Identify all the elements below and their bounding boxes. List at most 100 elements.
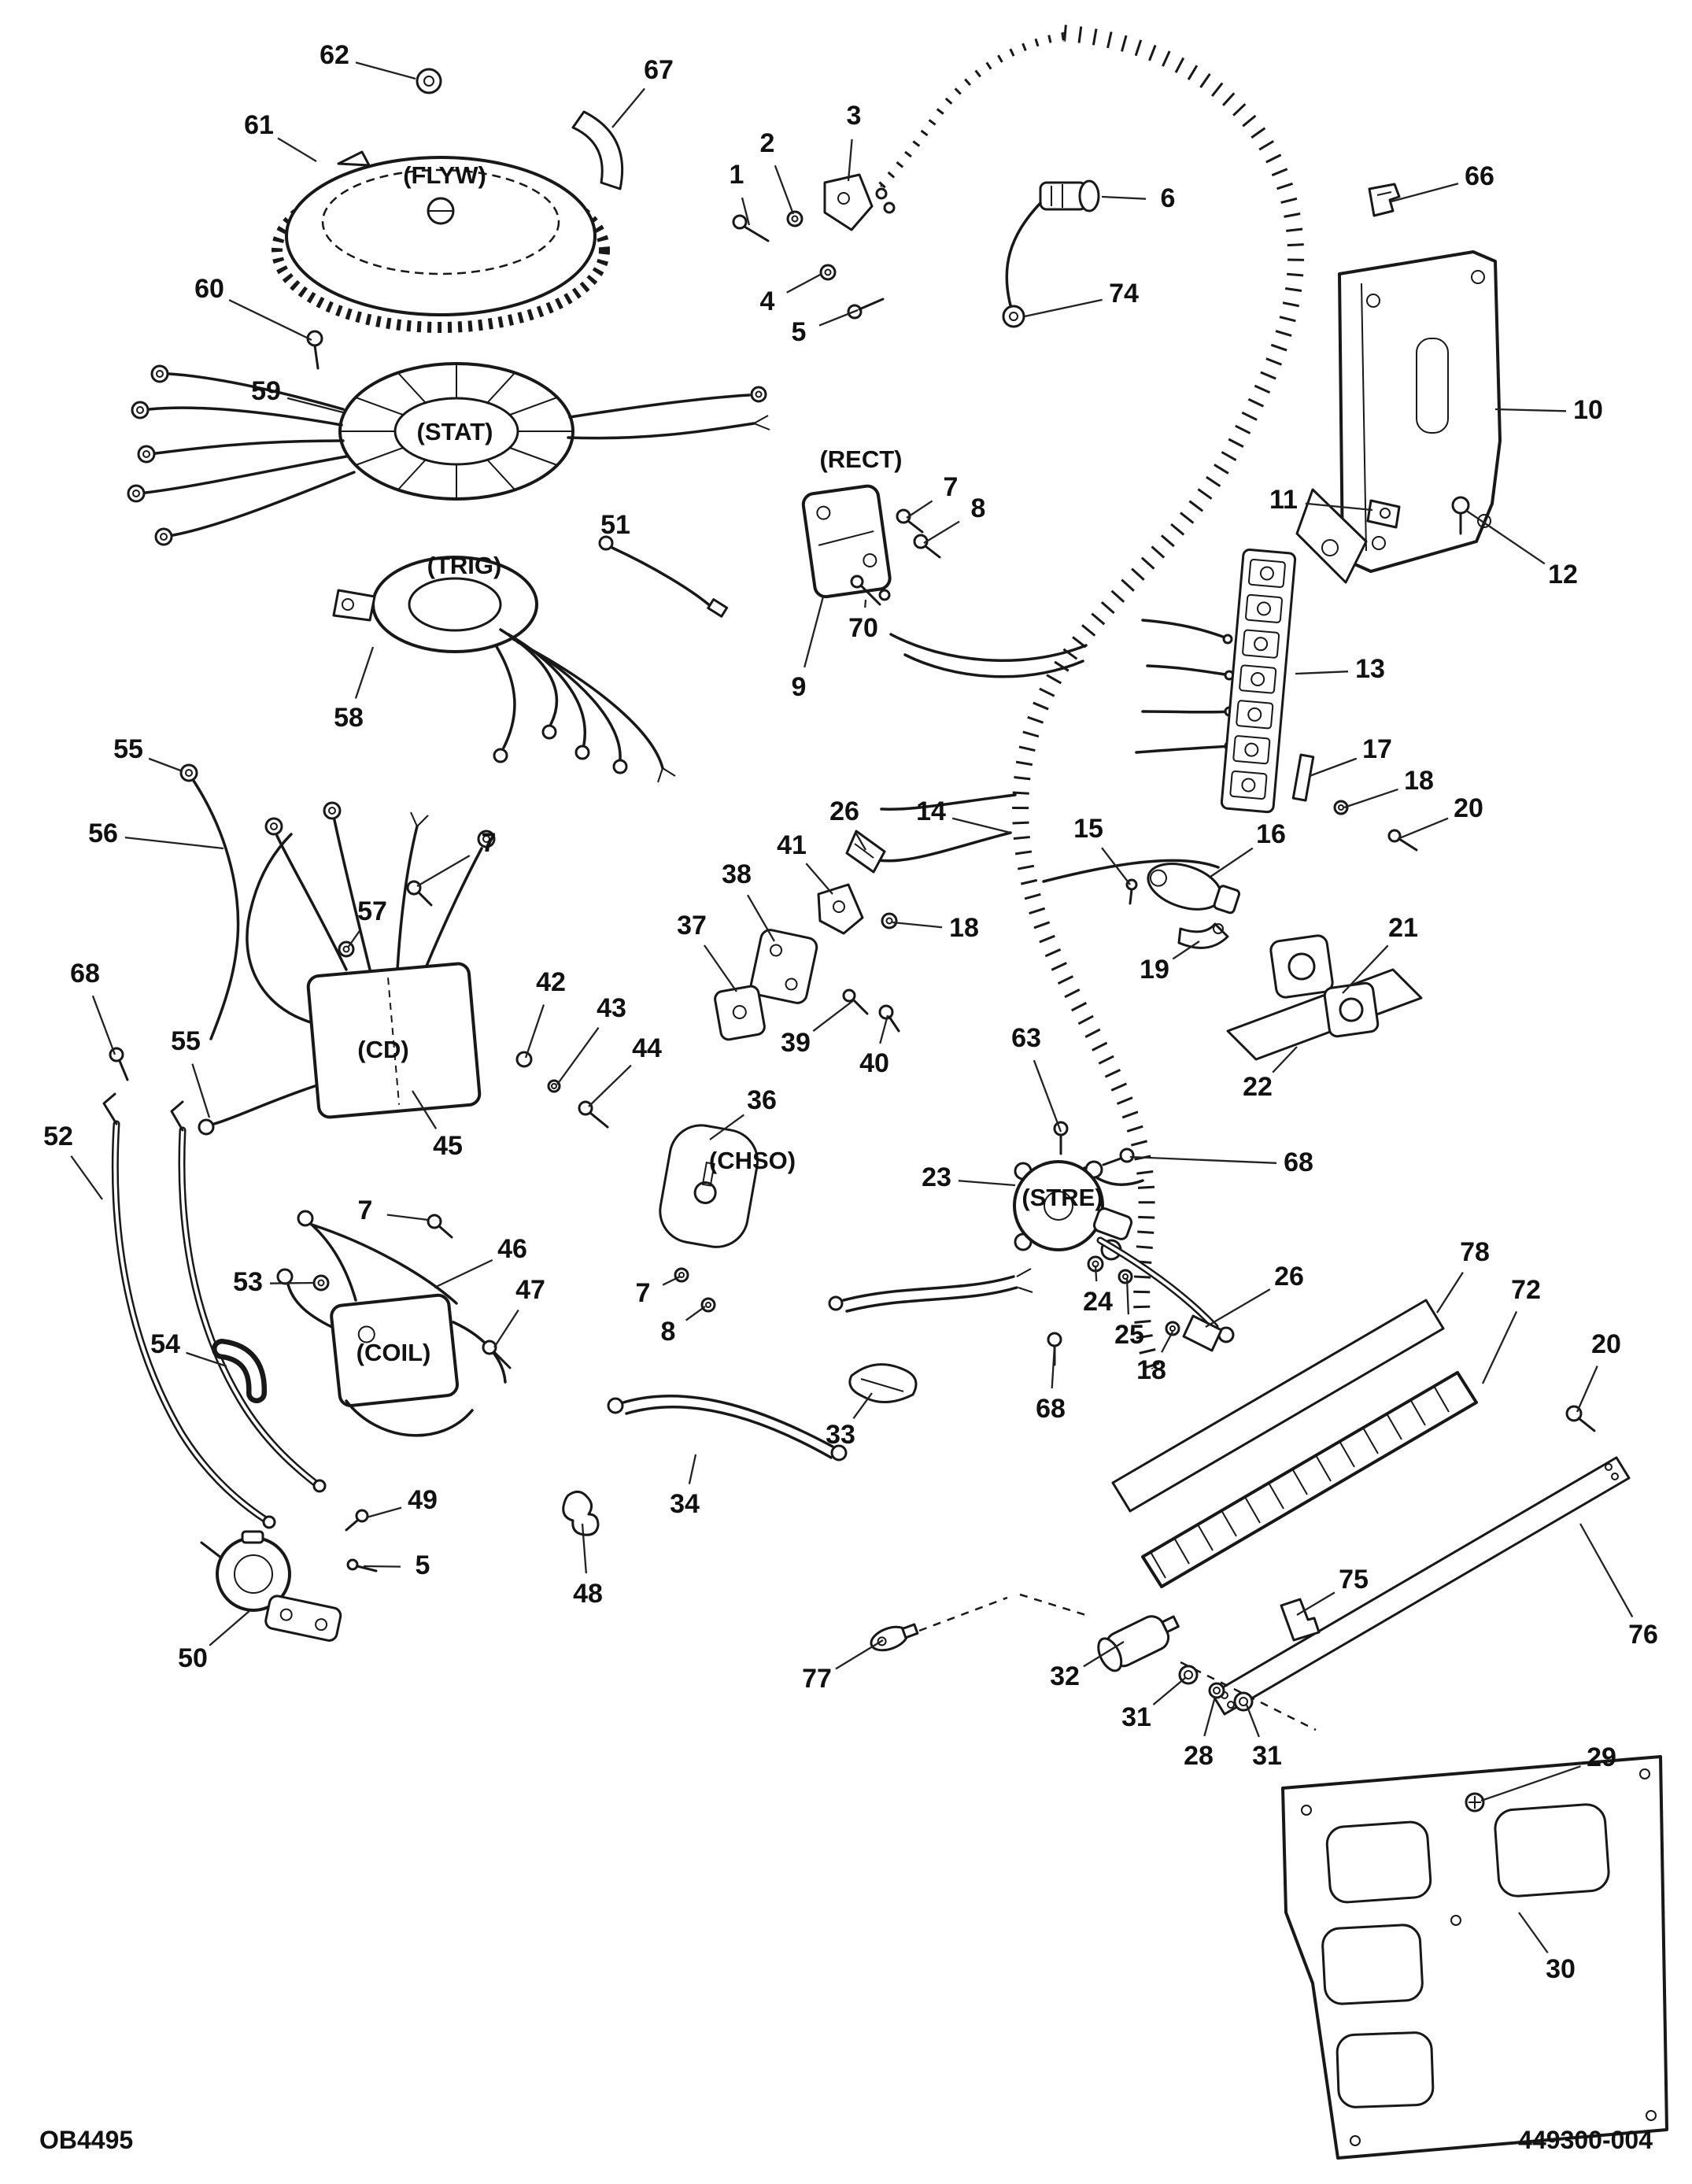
callout-leader-68-33 <box>852 1392 873 1420</box>
screw-70-head <box>850 575 864 589</box>
washer-2 <box>786 210 804 227</box>
callout-number-0-62: 62 <box>320 40 349 70</box>
callout-number-64-20: 20 <box>1591 1329 1621 1359</box>
choke-solenoid-assembly <box>427 1124 1062 1536</box>
terminal <box>883 201 896 214</box>
callout-leader-22-58 <box>354 646 375 699</box>
callout-leader-51-52 <box>70 1155 103 1200</box>
callout-number-36-37: 37 <box>677 911 707 940</box>
callout-leader-76-50 <box>209 1609 251 1646</box>
callout-number-62-78: 78 <box>1460 1237 1490 1267</box>
callout-leader-80-28 <box>1203 1696 1217 1737</box>
callout-number-24-18: 18 <box>1404 766 1434 796</box>
callout-leader-7-66 <box>1391 183 1459 203</box>
nut-18 <box>1165 1321 1180 1336</box>
washer-4 <box>819 264 837 281</box>
callout-number-67-8: 8 <box>661 1317 676 1347</box>
gasket-21b <box>1323 981 1380 1038</box>
switch-bracket <box>264 1595 342 1642</box>
callout-leader-69-68 <box>1051 1345 1056 1389</box>
screw-39-head <box>842 989 856 1003</box>
callout-leader-52-23 <box>958 1180 1016 1187</box>
callout-leader-54-7 <box>386 1214 429 1221</box>
callout-number-35-57: 57 <box>357 896 387 926</box>
callout-leader-35-57 <box>347 930 360 948</box>
callout-number-31-16: 16 <box>1256 819 1286 849</box>
callout-leader-81-31 <box>1245 1704 1260 1738</box>
callout-number-19-70: 70 <box>848 613 878 643</box>
nut-18 <box>881 912 898 929</box>
callout-number-81-31: 31 <box>1252 1741 1282 1771</box>
callout-number-82-29: 29 <box>1587 1742 1616 1772</box>
callout-number-65-54: 54 <box>150 1329 180 1359</box>
callout-number-26-55: 55 <box>113 734 143 764</box>
callout-number-7-66: 66 <box>1465 161 1494 191</box>
callout-number-44-39: 39 <box>781 1028 811 1058</box>
callout-leader-48-45 <box>412 1090 438 1129</box>
bracket-19 <box>1177 922 1229 949</box>
callout-number-29-14: 14 <box>916 796 946 826</box>
callout-leader-25-20 <box>1397 817 1449 841</box>
callout-leader-41-42 <box>524 1004 545 1059</box>
callout-number-76-50: 50 <box>178 1643 208 1673</box>
callout-number-16-7: 7 <box>944 472 959 502</box>
component-label-cd: (CD) <box>357 1036 408 1063</box>
flywheel-assembly <box>272 68 624 370</box>
callout-leader-71-49 <box>366 1506 402 1519</box>
callout-leader-78-32 <box>1083 1641 1125 1668</box>
screw-68 <box>1047 1332 1062 1347</box>
harness-branch <box>889 633 1088 663</box>
callout-number-23-17: 17 <box>1362 734 1392 764</box>
trigger-assembly <box>332 535 729 783</box>
plate-cutout <box>1494 1803 1610 1898</box>
callout-number-21-13: 13 <box>1355 654 1385 684</box>
terminal-block-hardware <box>1291 753 1418 852</box>
rectifier-assembly <box>801 484 941 606</box>
nut-42 <box>515 1051 533 1068</box>
top-fasteners <box>732 173 896 320</box>
callout-number-2-61: 61 <box>244 110 274 140</box>
callout-number-58-24: 24 <box>1083 1287 1113 1317</box>
callout-leader-24-18 <box>1343 788 1398 809</box>
callout-number-53-68: 68 <box>1284 1147 1313 1177</box>
callout-leader-36-37 <box>704 944 737 992</box>
callout-number-49-36: 36 <box>747 1085 777 1115</box>
callout-leader-37-19 <box>1172 940 1200 960</box>
callout-leader-14-11 <box>1305 502 1373 512</box>
callout-number-73-48: 48 <box>573 1579 603 1609</box>
callout-number-54-7: 7 <box>358 1195 373 1225</box>
callout-leader-8-4 <box>786 272 822 294</box>
plate-assembly <box>1281 1755 1668 2160</box>
stator-assembly <box>127 362 770 546</box>
washer-43 <box>547 1079 561 1093</box>
callout-leader-21-13 <box>1295 671 1349 675</box>
screw-44-head <box>578 1100 593 1116</box>
washer-31 <box>1233 1691 1254 1712</box>
callout-leader-10-74 <box>1024 298 1103 318</box>
callout-number-41-42: 42 <box>536 967 566 997</box>
callout-leader-65-54 <box>186 1351 227 1368</box>
callout-leader-19-70 <box>864 599 867 608</box>
flywheel-dome-edge <box>321 168 560 275</box>
starter-cable <box>1096 1236 1219 1331</box>
component-label-trig: (TRIG) <box>427 552 502 579</box>
callout-leader-83-30 <box>1518 1912 1549 1953</box>
terminal-strip-assembly <box>1111 1299 1631 1716</box>
bus-bar-76 <box>1210 1456 1631 1716</box>
screw-49-head <box>355 1509 369 1523</box>
callout-leader-47-55 <box>191 1063 211 1118</box>
reed-stop-arc <box>571 110 624 190</box>
callout-leader-15-12 <box>1465 509 1546 565</box>
callout-number-61-18: 18 <box>1136 1355 1166 1385</box>
callout-number-42-43: 43 <box>597 993 626 1023</box>
screw-1-head <box>732 214 748 230</box>
coil-body <box>330 1293 459 1407</box>
callout-number-9-5: 5 <box>792 317 807 347</box>
callout-leader-40-68 <box>91 995 116 1055</box>
callout-leader-16-7 <box>906 500 933 519</box>
bracket-17 <box>1291 753 1315 802</box>
mid-small-parts <box>714 830 900 1041</box>
plug-lead-assembly <box>1002 179 1100 328</box>
callout-leader-46-22 <box>1272 1046 1298 1074</box>
callout-number-68-33: 33 <box>826 1420 855 1450</box>
